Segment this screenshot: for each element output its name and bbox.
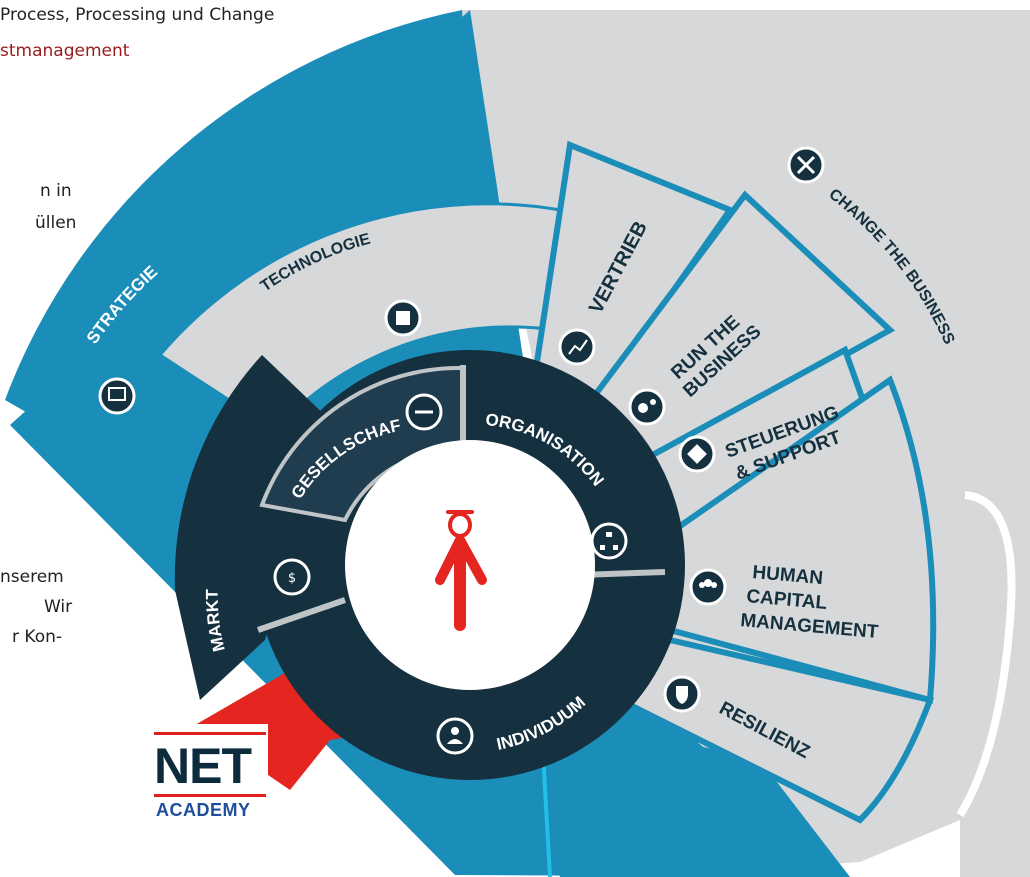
shield-icon — [663, 675, 701, 713]
tools-icon — [787, 146, 825, 184]
markt-segment — [174, 355, 330, 590]
person-icon — [436, 717, 474, 755]
text-fragment-b1: nserem — [0, 567, 64, 587]
org-chart-icon — [590, 522, 628, 560]
logo-academy-text: ACADEMY — [156, 800, 251, 820]
direction-icon — [678, 435, 716, 473]
strategy-presentation-icon — [98, 377, 136, 415]
net-academy-logo: NET ACADEMY — [150, 724, 268, 826]
logo-divider — [154, 794, 266, 797]
text-fragment-a1: n in — [40, 181, 72, 201]
chart-icon — [558, 328, 596, 366]
strategie-outer-arc — [5, 10, 470, 465]
text-fragment-b2: Wir — [44, 597, 73, 617]
text-fragment-a2: üllen — [35, 213, 77, 233]
money-chat-icon: $ — [273, 558, 311, 596]
logo-accent-line — [154, 732, 266, 735]
text-fragment-b3: r Kon- — [12, 627, 63, 647]
header-line-1: Process, Processing und Change — [0, 5, 275, 25]
gears-icon — [628, 388, 666, 426]
svg-text:$: $ — [288, 571, 296, 586]
chip-icon — [384, 299, 422, 337]
logo-net-text: NET — [154, 738, 252, 794]
person-figure — [435, 510, 487, 631]
handshake-icon — [405, 393, 443, 431]
header-line-2: stmanagement — [0, 41, 130, 61]
people-icon — [689, 568, 727, 606]
